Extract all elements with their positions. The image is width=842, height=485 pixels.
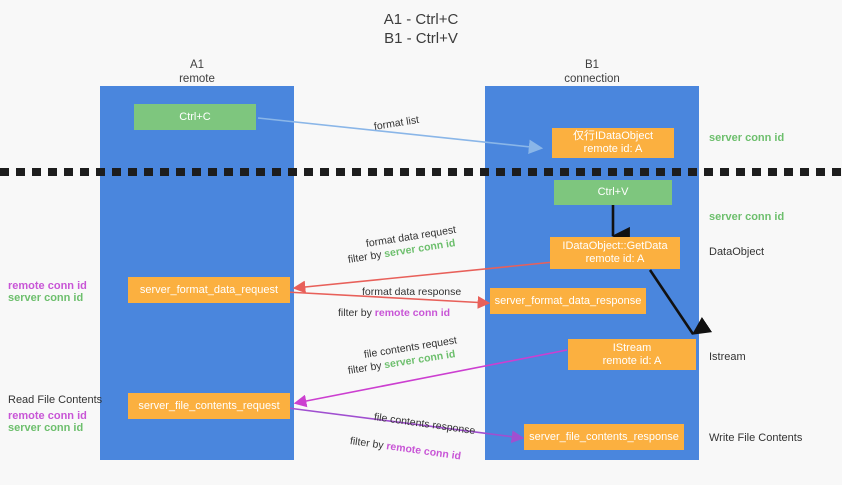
label-read-file-contents: Read File Contents — [8, 394, 103, 406]
filter-prefix-2: filter by — [338, 307, 375, 319]
filter-prefix-1: filter by — [347, 248, 386, 266]
node-getdata[interactable]: IDataObject::GetData remote id: A — [550, 237, 680, 269]
edge-label-format-list: format list — [373, 113, 420, 133]
filter-prefix-3: filter by — [347, 359, 386, 377]
filter-value-4: remote conn id — [385, 440, 462, 463]
filter-value-2: remote conn id — [374, 307, 451, 319]
page-title: A1 - Ctrl+C B1 - Ctrl+V — [383, 11, 459, 47]
label-remote-conn-id-2: remote conn id — [8, 410, 87, 422]
node-server-format-data-request[interactable]: server_format_data_request — [128, 277, 290, 303]
label-istream: Istream — [709, 351, 746, 363]
boundary-dashed-line — [0, 168, 842, 176]
node-server-file-contents-response[interactable]: server_file_contents_response — [524, 424, 684, 450]
edge-label-format-data-response-filter: filter by remote conn id — [338, 306, 450, 320]
label-server-conn-id-2: server conn id — [8, 422, 84, 434]
column-heading-b1: B1 connection — [564, 59, 620, 85]
filter-prefix-4: filter by — [349, 435, 388, 453]
node-ctrl-c[interactable]: Ctrl+C — [134, 104, 256, 130]
column-heading-a1: A1 remote — [179, 59, 215, 85]
node-server-file-contents-request[interactable]: server_file_contents_request — [128, 393, 290, 419]
label-write-file-contents: Write File Contents — [709, 432, 803, 444]
label-dataobject: DataObject — [709, 246, 765, 258]
label-server-conn-id-mid: server conn id — [709, 211, 785, 223]
label-remote-conn-id-1: remote conn id — [8, 280, 87, 292]
label-server-conn-id-1: server conn id — [8, 292, 84, 304]
edge-label-file-contents-response: file contents response — [373, 411, 476, 438]
label-server-conn-id-top: server conn id — [709, 132, 785, 144]
node-idataobject[interactable]: 仅行IDataObject remote id: A — [552, 128, 674, 158]
node-ctrl-v[interactable]: Ctrl+V — [554, 180, 672, 205]
node-istream[interactable]: IStream remote id: A — [568, 339, 696, 370]
node-server-format-data-response[interactable]: server_format_data_response — [490, 288, 646, 314]
edge-label-format-data-response: format data response — [362, 286, 462, 298]
edge-label-file-contents-response-filter: filter by remote conn id — [349, 434, 462, 463]
